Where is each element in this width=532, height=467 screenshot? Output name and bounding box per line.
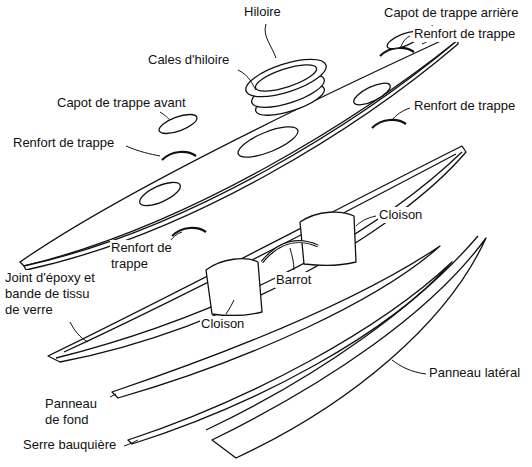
beam [262,242,318,262]
part-label: Cloison [200,316,245,332]
part-label: Capot de trappe arrière [383,5,519,21]
part-label: Panneau latéral [428,365,521,381]
part-label: Hiloire [243,4,282,20]
part-label: Capot de trappe avant [56,95,187,111]
hatch-reinforcement [380,48,414,56]
part-label: Cloison [378,207,423,223]
hull-inner [64,154,456,352]
bulkhead [206,259,262,316]
front-hatch-cover [157,111,199,138]
hatch-reinforcement [372,120,406,128]
coaming-inner [253,60,319,97]
part-label: Joint d'époxy et bande de tissu de verre [4,270,100,318]
hatch-reinforcement [162,152,196,160]
part-label: Cales d'hiloire [147,52,230,68]
beam-inner [262,242,318,262]
part-label: Serre bauquière [22,437,117,453]
rear-hatch-opening [351,79,393,109]
bulkhead [300,212,356,265]
part-label: Renfort de trappe [110,240,180,272]
part-label: Barrot [275,272,312,288]
part-label: Renfort de trappe [413,26,516,42]
sheer-clamp [128,262,452,444]
part-label: Renfort de trappe [413,98,516,114]
front-hatch-opening [137,178,184,211]
coaming [242,52,331,105]
part-label: Panneau de fond [44,396,110,428]
hull-seam [56,152,462,358]
cockpit-opening [235,121,302,164]
part-label: Renfort de trappe [12,135,115,151]
leader-lines [70,24,433,446]
deck-sheer [24,40,458,270]
